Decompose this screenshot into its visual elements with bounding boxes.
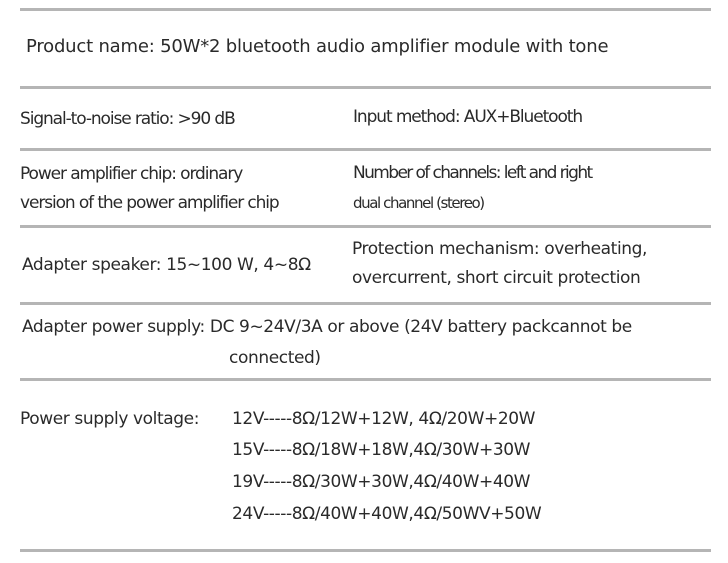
protection-line2: overcurrent, short circuit protection — [352, 268, 641, 288]
divider-after-snr — [20, 148, 711, 151]
protection-line1: Protection mechanism: overheating, — [352, 239, 648, 259]
divider-after-product — [20, 86, 711, 89]
divider-bottom — [20, 549, 711, 552]
voltage-row: 24V-----8Ω/40W+40W,4Ω/50WV+50W — [232, 504, 542, 524]
power-supply-line2: connected) — [229, 348, 321, 368]
snr-spec: Signal-to-noise ratio: >90 dB — [20, 109, 236, 129]
voltage-label: Power supply voltage: — [20, 409, 200, 429]
product-name: Product name: 50W*2 bluetooth audio ampl… — [26, 36, 609, 57]
voltage-row: 19V-----8Ω/30W+30W,4Ω/40W+40W — [232, 472, 531, 492]
divider-after-chip — [20, 225, 711, 228]
channels-line1: Number of channels: left and right — [353, 163, 593, 183]
voltage-row: 12V-----8Ω/12W+12W, 4Ω/20W+20W — [232, 409, 536, 429]
input-method-spec: Input method: AUX+Bluetooth — [353, 107, 583, 127]
divider-top — [20, 8, 711, 11]
voltage-row: 15V-----8Ω/18W+18W,4Ω/30W+30W — [232, 440, 531, 460]
divider-after-power-supply — [20, 378, 711, 381]
adapter-speaker-spec: Adapter speaker: 15~100 W, 4~8Ω — [22, 255, 311, 275]
power-supply-line1: Adapter power supply: DC 9~24V/3A or abo… — [22, 317, 632, 337]
amplifier-chip-line1: Power amplifier chip: ordinary — [20, 164, 243, 184]
channels-line2: dual channel (stereo) — [353, 194, 485, 212]
divider-after-speaker — [20, 302, 711, 305]
amplifier-chip-line2: version of the power amplifier chip — [20, 193, 280, 213]
